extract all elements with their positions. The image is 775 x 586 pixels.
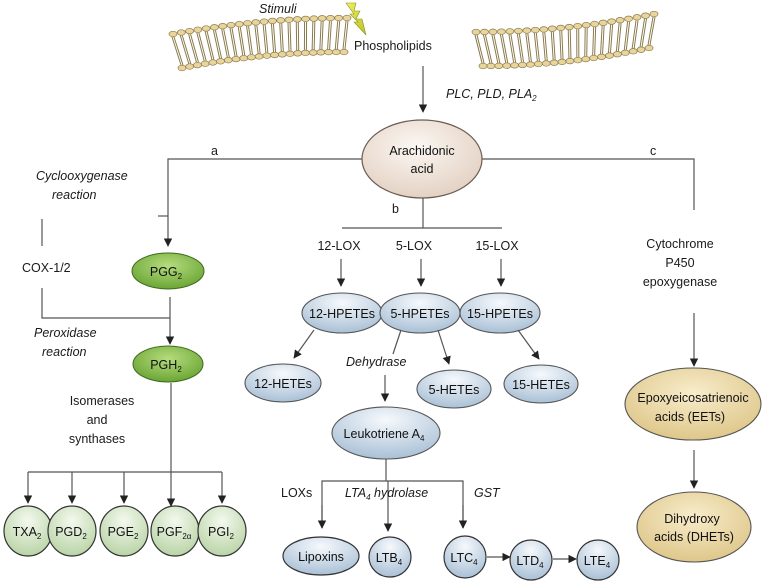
isomerases-label-3: synthases bbox=[69, 432, 125, 446]
branch-c-line bbox=[482, 158, 695, 210]
ltb4-node: LTB4 bbox=[368, 536, 412, 578]
svg-text:LTE4: LTE4 bbox=[584, 554, 611, 570]
arrow-5hpete-to-5hete bbox=[437, 329, 451, 365]
svg-text:LTC4: LTC4 bbox=[450, 551, 478, 567]
branch-c-label: c bbox=[650, 144, 656, 158]
dehydrase-label: Dehydrase bbox=[346, 355, 406, 369]
svg-text:12-HETEs: 12-HETEs bbox=[254, 377, 312, 391]
cox-bracket-bottom bbox=[41, 288, 170, 319]
svg-text:12-HPETEs: 12-HPETEs bbox=[309, 307, 375, 321]
svg-text:acids (EETs): acids (EETs) bbox=[655, 410, 725, 424]
peroxidase-label-2: reaction bbox=[42, 345, 87, 359]
hete-node: 15-HETEs bbox=[503, 364, 579, 404]
membrane-left-icon bbox=[168, 14, 352, 72]
hete-node: 5-HETEs bbox=[416, 369, 492, 409]
hpete-node: 5-HPETEs bbox=[379, 292, 461, 334]
lta4-node: Leukotriene A4 bbox=[331, 406, 441, 460]
prostanoid-node: TXA2 bbox=[3, 505, 53, 557]
cyp-label-3: epoxygenase bbox=[643, 275, 717, 289]
phospholipids-label: Phospholipids bbox=[354, 39, 432, 53]
dhets-node: Dihydroxy acids (DHETs) bbox=[636, 491, 752, 563]
hpete-node: 15-HPETEs bbox=[459, 292, 541, 334]
dehydrase-line bbox=[392, 329, 402, 355]
svg-text:Epoxyeicosatrienoic: Epoxyeicosatrienoic bbox=[637, 391, 748, 405]
prostanoid-node: PGE2 bbox=[99, 505, 149, 557]
cyp-label-2: P450 bbox=[665, 256, 694, 270]
cox-label: COX-1/2 bbox=[22, 261, 71, 275]
arrow-12hpete-to-12hete bbox=[293, 329, 315, 359]
prostanoid-node: PGI2 bbox=[197, 505, 247, 557]
lox-15-label: 15-LOX bbox=[475, 239, 519, 253]
lta4-bus-line bbox=[321, 480, 464, 528]
enzymes-label: PLC, PLD, PLA2 bbox=[446, 87, 537, 103]
loxs-label: LOXs bbox=[281, 486, 312, 500]
lightning-bolt-icon bbox=[345, 2, 367, 36]
pgh2-node: PGH2 bbox=[132, 345, 204, 383]
svg-text:15-HPETEs: 15-HPETEs bbox=[467, 307, 533, 321]
cyclooxygenase-label: Cyclooxygenase bbox=[36, 169, 128, 183]
ltd4-node: LTD4 bbox=[509, 539, 553, 581]
lta4-hydrolase-label: LTA4 hydrolase bbox=[345, 486, 428, 502]
svg-text:PGH2: PGH2 bbox=[150, 358, 182, 374]
isomerases-label: Isomerases bbox=[70, 394, 135, 408]
svg-text:PGI2: PGI2 bbox=[208, 525, 235, 541]
peroxidase-label: Peroxidase bbox=[34, 326, 97, 340]
pgg2-node: PGG2 bbox=[131, 252, 205, 290]
svg-text:Lipoxins: Lipoxins bbox=[298, 550, 344, 564]
branch-a-line bbox=[163, 158, 362, 247]
stimuli-label: Stimuli bbox=[259, 2, 298, 16]
ltc4-node: LTC4 bbox=[443, 535, 487, 579]
svg-text:Leukotriene A4: Leukotriene A4 bbox=[344, 427, 425, 443]
svg-text:PGE2: PGE2 bbox=[108, 525, 139, 541]
lipoxins-node: Lipoxins bbox=[282, 536, 360, 576]
membrane-right-icon bbox=[471, 10, 659, 70]
svg-text:LTB4: LTB4 bbox=[376, 551, 403, 567]
svg-text:PGF2α: PGF2α bbox=[157, 525, 192, 541]
svg-text:acid: acid bbox=[411, 162, 434, 176]
prostanoid-node: PGD2 bbox=[47, 505, 97, 557]
svg-text:15-HETEs: 15-HETEs bbox=[512, 378, 570, 392]
gst-label: GST bbox=[474, 486, 501, 500]
cyp-label: Cytochrome bbox=[646, 237, 713, 251]
hete-node: 12-HETEs bbox=[244, 363, 322, 403]
svg-text:5-HETEs: 5-HETEs bbox=[429, 383, 480, 397]
lox-12-label: 12-LOX bbox=[317, 239, 361, 253]
svg-text:PGG2: PGG2 bbox=[150, 265, 183, 281]
prostanoid-node: PGF2α bbox=[150, 505, 200, 557]
eets-node: Epoxyeicosatrienoic acids (EETs) bbox=[624, 367, 762, 441]
cyclooxygenase-label-2: reaction bbox=[52, 188, 97, 202]
svg-text:5-HPETEs: 5-HPETEs bbox=[390, 307, 449, 321]
svg-text:acids (DHETs): acids (DHETs) bbox=[654, 530, 734, 544]
lox-5-label: 5-LOX bbox=[396, 239, 433, 253]
svg-text:TXA2: TXA2 bbox=[13, 525, 42, 541]
branch-b-label: b bbox=[392, 202, 399, 216]
arachidonic-acid-node: Arachidonic acid bbox=[361, 119, 483, 199]
svg-text:LTD4: LTD4 bbox=[516, 554, 544, 570]
lte4-node: LTE4 bbox=[576, 539, 620, 581]
branch-a-label: a bbox=[211, 144, 218, 158]
svg-text:Arachidonic: Arachidonic bbox=[389, 144, 454, 158]
svg-text:PGD2: PGD2 bbox=[55, 525, 87, 541]
hpete-node: 12-HPETEs bbox=[301, 292, 383, 334]
arrow-15hpete-to-15hete bbox=[517, 329, 540, 360]
isomerases-label-2: and bbox=[87, 413, 108, 427]
svg-text:Dihydroxy: Dihydroxy bbox=[664, 512, 720, 526]
